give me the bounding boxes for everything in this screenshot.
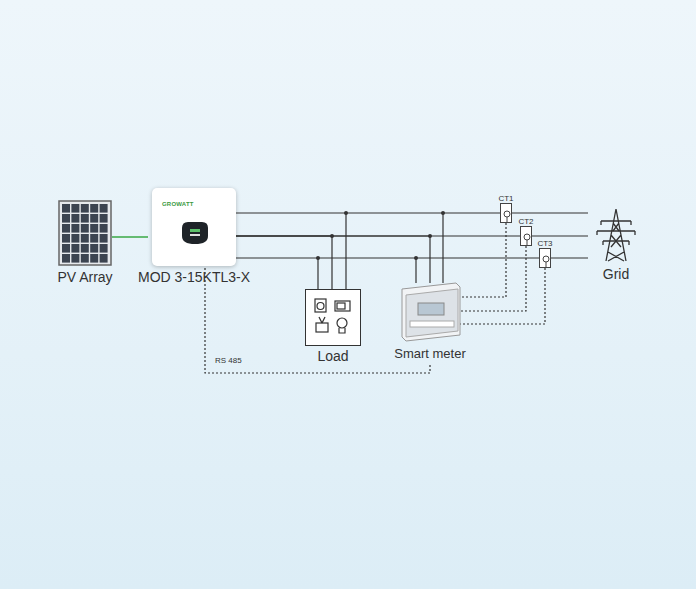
- signal-wire: [460, 246, 526, 311]
- ct-symbol: [501, 204, 513, 224]
- grid-tower: Grid: [593, 207, 639, 263]
- meter-illustration: [398, 281, 462, 343]
- node-label: Smart meter: [394, 346, 466, 362]
- ct-symbol: [521, 227, 533, 247]
- current-transformer: CT1: [500, 203, 512, 223]
- appliance-icons: [306, 290, 362, 347]
- node-label: Grid: [603, 266, 629, 282]
- node-label: MOD 3-15KTL3-X: [138, 269, 250, 285]
- ac-wire: [236, 236, 332, 289]
- load-box: Load: [305, 289, 361, 346]
- ac-wire: [236, 236, 430, 283]
- ct-label: CT2: [518, 217, 533, 226]
- signal-wire: [458, 223, 506, 297]
- ct-label: CT3: [537, 239, 552, 248]
- ct-label: CT1: [498, 194, 513, 203]
- smart-meter: Smart meter: [398, 281, 462, 343]
- edge-label: RS 485: [215, 356, 242, 366]
- node-label: Load: [317, 348, 348, 364]
- signal-wire: [460, 268, 545, 324]
- brand-logo: GROWATT: [162, 201, 194, 207]
- ct-symbol: [540, 249, 552, 269]
- current-transformer: CT3: [539, 248, 551, 268]
- pv-panel-icon: [58, 200, 112, 266]
- pylon-icon: [593, 207, 639, 263]
- node-label: PV Array: [57, 269, 112, 285]
- inverter-display: [152, 188, 236, 266]
- dc-cable: [112, 236, 148, 238]
- inverter: GROWATTMOD 3-15KTL3-X: [152, 188, 236, 266]
- pv-array: PV Array: [58, 200, 112, 266]
- current-transformer: CT2: [520, 226, 532, 246]
